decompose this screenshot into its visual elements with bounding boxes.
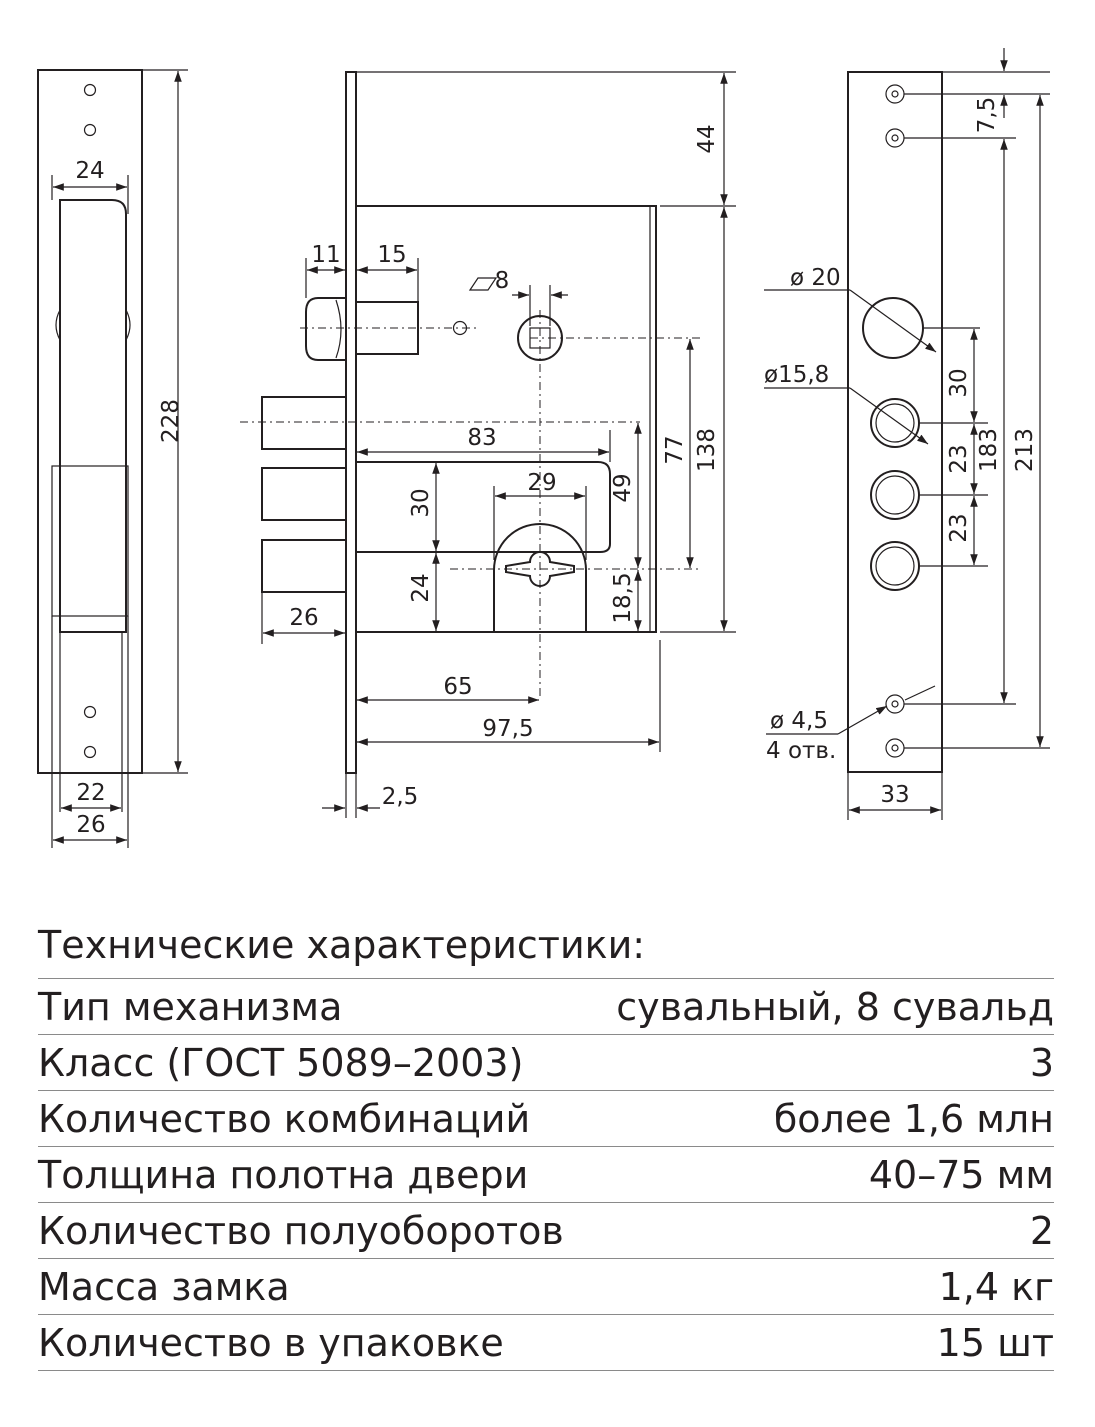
dim-label: ø 20: [790, 265, 841, 291]
pin-hole: [452, 320, 468, 336]
spec-row: Количество комбинаций более 1,6 млн: [38, 1090, 1054, 1146]
dim-label: 33: [880, 782, 909, 808]
faceplate: [847, 71, 943, 773]
dim-label: 22: [76, 780, 105, 806]
dim-label: 24: [75, 158, 104, 184]
mount-hole: [83, 123, 97, 137]
dim-label: 77: [662, 435, 688, 464]
dim-label: 49: [610, 473, 636, 502]
spec-label: Количество комбинаций: [38, 1096, 531, 1141]
bolt-carrier: [356, 461, 611, 553]
spec-row: Масса замка 1,4 кг: [38, 1258, 1054, 1314]
spec-label: Масса замка: [38, 1264, 290, 1309]
screw-hole: [885, 84, 905, 104]
mount-hole: [83, 705, 97, 719]
dim-label: 44: [694, 124, 720, 153]
bolt-opening: [870, 398, 920, 448]
spec-row: Класс (ГОСТ 5089–2003) 3: [38, 1034, 1054, 1090]
dim-label: 15: [377, 242, 406, 268]
bolt-opening: [870, 541, 920, 591]
spec-label: Тип механизма: [38, 984, 343, 1029]
spec-row: Тип механизма сувальный, 8 сувальд: [38, 978, 1054, 1034]
spec-value: 2: [1029, 1208, 1054, 1253]
spec-value: 15 шт: [936, 1320, 1054, 1365]
dim-label: 138: [694, 428, 720, 472]
dim-label: 97,5: [482, 716, 533, 742]
mount-hole: [83, 83, 97, 97]
screw-hole: [885, 694, 905, 714]
deadbolt: [261, 396, 347, 450]
dim-label: 4 отв.: [766, 738, 836, 764]
side-view: 24 228 22 26: [37, 69, 188, 848]
dim-label: 29: [527, 470, 556, 496]
spec-value: 40–75 мм: [868, 1152, 1054, 1197]
dim-label: 8: [495, 268, 510, 294]
spec-value: 1,4 кг: [938, 1264, 1054, 1309]
front-view: 44 138 77 11 15 8 83 30 24 29: [240, 71, 736, 818]
dim-label: 228: [158, 399, 184, 443]
deadbolt: [261, 539, 347, 593]
faceplate-view: 7,5 213 183 30 23 23 ø 20 ø15,8 ø 4,5 4 …: [764, 48, 1050, 820]
dim-label: ø15,8: [764, 362, 829, 388]
dim-label: 7,5: [974, 97, 1000, 134]
spec-label: Класс (ГОСТ 5089–2003): [38, 1040, 524, 1085]
spec-row: Количество в упаковке 15 шт: [38, 1314, 1054, 1371]
spec-label: Количество полуоборотов: [38, 1208, 564, 1253]
dim-label: 23: [946, 513, 972, 542]
specs-title: Технические характеристики:: [38, 923, 646, 967]
dim-label: 183: [976, 428, 1002, 472]
spec-value: более 1,6 млн: [773, 1096, 1054, 1141]
screw-hole: [885, 738, 905, 758]
keyhole: [505, 551, 575, 587]
latch-opening: [862, 297, 924, 359]
dim-label: 30: [946, 368, 972, 397]
dim-label: 65: [443, 674, 472, 700]
dim-label: 83: [467, 425, 496, 451]
spec-label: Толщина полотна двери: [38, 1152, 529, 1197]
spec-label: Количество в упаковке: [38, 1320, 504, 1365]
dim-label: 2,5: [382, 784, 419, 810]
lock-body-side: [59, 199, 127, 633]
bolt-side: [51, 465, 129, 617]
spec-row: Толщина полотна двери 40–75 мм: [38, 1146, 1054, 1202]
dim-label: 18,5: [610, 572, 636, 623]
specs-table: Технические характеристики: Тип механизм…: [38, 918, 1054, 1371]
dim-label: 11: [311, 242, 340, 268]
keyhole-plate: [493, 523, 587, 632]
lock-technical-drawing: 24 228 22 26: [37, 48, 1050, 848]
bolt-opening: [870, 470, 920, 520]
deadbolt: [261, 467, 347, 521]
dim-label: 30: [408, 488, 434, 517]
spec-value: сувальный, 8 сувальд: [616, 984, 1054, 1029]
screw-hole: [885, 128, 905, 148]
dim-label: ø 4,5: [770, 708, 828, 734]
dim-label: 23: [946, 444, 972, 473]
mount-hole: [83, 745, 97, 759]
spec-value: 3: [1029, 1040, 1054, 1085]
lock-case: [355, 205, 657, 633]
dim-label: 26: [289, 605, 318, 631]
latch: [305, 297, 346, 361]
dim-label: 26: [76, 812, 105, 838]
dim-label: 213: [1012, 428, 1038, 472]
faceplate-side: [37, 69, 143, 774]
spec-row: Количество полуоборотов 2: [38, 1202, 1054, 1258]
dim-label: 24: [408, 573, 434, 602]
